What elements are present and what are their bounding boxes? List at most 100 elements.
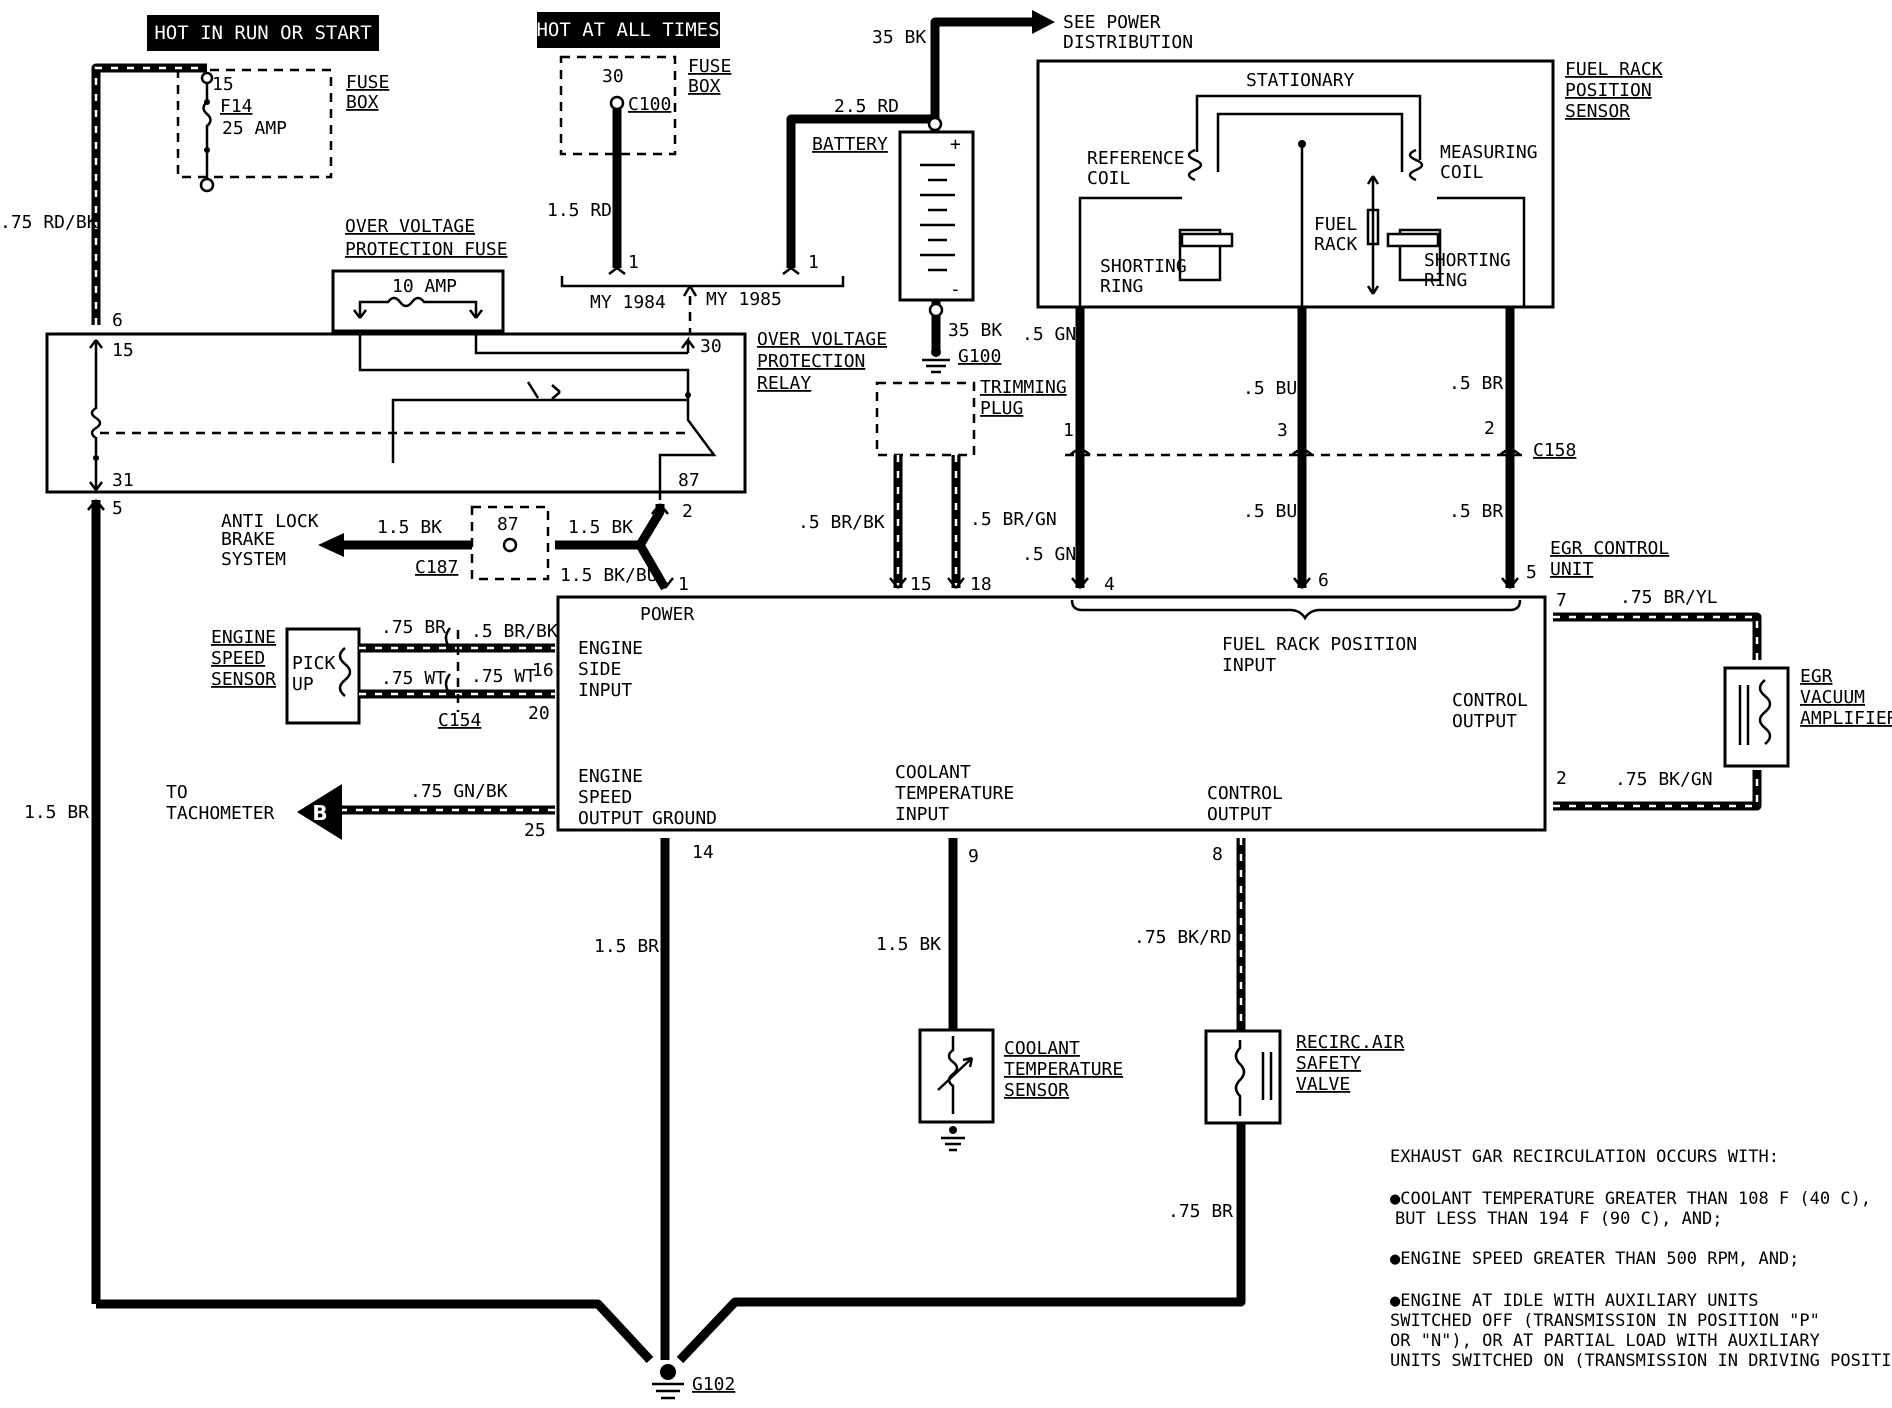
svg-text:9: 9 xyxy=(968,846,979,867)
svg-text:2: 2 xyxy=(1484,418,1495,439)
svg-text:8: 8 xyxy=(1212,844,1223,865)
svg-text:TO: TO xyxy=(166,782,188,803)
ov-protection-relay: OVER VOLTAGE PROTECTION RELAY 15 30 31 8… xyxy=(45,329,887,500)
svg-text:UNIT: UNIT xyxy=(1550,559,1594,580)
wire-relay-to-ground xyxy=(96,1299,654,1364)
svg-text:UNITS SWITCHED ON (TRANSMISSIO: UNITS SWITCHED ON (TRANSMISSION IN DRIVI… xyxy=(1390,1351,1892,1371)
svg-text:20: 20 xyxy=(528,703,550,724)
svg-text:ENGINE: ENGINE xyxy=(578,638,643,659)
svg-text:REFERENCE: REFERENCE xyxy=(1087,148,1185,169)
svg-text:MY 1984: MY 1984 xyxy=(590,292,666,313)
svg-text:.75 BK/RD: .75 BK/RD xyxy=(1134,927,1232,948)
svg-text:-: - xyxy=(950,279,961,300)
svg-text:BOX: BOX xyxy=(688,76,721,97)
svg-text:18: 18 xyxy=(970,574,992,595)
svg-text:.75 RD/BK: .75 RD/BK xyxy=(0,212,98,233)
svg-text:2: 2 xyxy=(682,501,693,522)
svg-text:.5 BR: .5 BR xyxy=(1449,373,1503,394)
svg-text:5: 5 xyxy=(1526,562,1537,583)
svg-text:DISTRIBUTION: DISTRIBUTION xyxy=(1063,32,1193,53)
svg-text:RACK: RACK xyxy=(1314,234,1358,255)
svg-text:.5 BR: .5 BR xyxy=(1449,501,1503,522)
svg-text:.75 GN/BK: .75 GN/BK xyxy=(410,781,508,802)
svg-text:CONTROL: CONTROL xyxy=(1207,783,1283,804)
svg-text:31: 31 xyxy=(112,470,134,491)
svg-text:14: 14 xyxy=(692,842,714,863)
svg-text:TEMPERATURE: TEMPERATURE xyxy=(895,783,1014,804)
svg-text:7: 7 xyxy=(1556,590,1567,611)
svg-text:FUSE: FUSE xyxy=(688,56,731,77)
svg-text:SPEED: SPEED xyxy=(211,648,265,669)
svg-text:PROTECTION: PROTECTION xyxy=(757,351,865,372)
svg-text:SENSOR: SENSOR xyxy=(1004,1080,1069,1101)
model-year-bracket: 1 1 MY 1984 MY 1985 xyxy=(560,252,845,334)
svg-text:●ENGINE SPEED GREATER THAN 500: ●ENGINE SPEED GREATER THAN 500 RPM, AND; xyxy=(1390,1249,1799,1269)
svg-text:SENSOR: SENSOR xyxy=(1565,101,1630,122)
svg-text:BUT LESS THAN 194 F (90 C), AN: BUT LESS THAN 194 F (90 C), AND; xyxy=(1395,1209,1723,1229)
svg-text:INPUT: INPUT xyxy=(578,680,632,701)
svg-text:TACHOMETER: TACHOMETER xyxy=(166,803,275,824)
tach-output: B TO TACHOMETER .75 GN/BK xyxy=(166,781,555,840)
svg-text:RING: RING xyxy=(1100,276,1143,297)
svg-text:30: 30 xyxy=(700,336,722,357)
svg-text:.5 GN: .5 GN xyxy=(1022,544,1076,565)
svg-text:MEASURING: MEASURING xyxy=(1440,142,1538,163)
svg-text:1.5 BK: 1.5 BK xyxy=(377,517,442,538)
fuel-rack-position-sensor: FUEL RACK POSITION SENSOR STATIONARY REF… xyxy=(1036,59,1663,309)
svg-text:1: 1 xyxy=(808,252,819,273)
svg-text:FUEL RACK POSITION: FUEL RACK POSITION xyxy=(1222,634,1417,655)
svg-text:3: 3 xyxy=(1277,420,1288,441)
svg-text:HOT IN RUN OR START: HOT IN RUN OR START xyxy=(154,22,371,44)
svg-text:OUTPUT: OUTPUT xyxy=(1207,804,1272,825)
svg-text:.5 BR/GN: .5 BR/GN xyxy=(970,509,1057,530)
svg-text:.75 BR: .75 BR xyxy=(381,617,446,638)
recirc-air-safety-valve: RECIRC.AIR SAFETY VALVE xyxy=(1204,1029,1405,1125)
svg-text:1.5 BR: 1.5 BR xyxy=(24,802,89,823)
svg-text:OUTPUT: OUTPUT xyxy=(578,808,643,829)
svg-text:.75 BK/GN: .75 BK/GN xyxy=(1615,769,1713,790)
svg-text:ANTI LOCK: ANTI LOCK xyxy=(221,511,319,532)
svg-text:.5 BU: .5 BU xyxy=(1243,378,1297,399)
svg-text:.5 GN: .5 GN xyxy=(1022,324,1076,345)
svg-text:1.5 BK: 1.5 BK xyxy=(876,934,941,955)
svg-text:ENGINE: ENGINE xyxy=(578,766,643,787)
svg-text:CONTROL: CONTROL xyxy=(1452,690,1528,711)
wire-rd-bk xyxy=(91,63,207,325)
svg-text:87: 87 xyxy=(497,514,519,535)
svg-text:B: B xyxy=(312,801,327,825)
svg-text:15: 15 xyxy=(112,340,134,361)
svg-text:INPUT: INPUT xyxy=(895,804,949,825)
svg-text:AMPLIFIER: AMPLIFIER xyxy=(1800,708,1892,729)
svg-text:SYSTEM: SYSTEM xyxy=(221,549,286,570)
frps-wires: .5 GN .5 BU .5 BR 1 3 2 C158 .5 GN .5 BU… xyxy=(1022,307,1576,588)
svg-text:EXHAUST GAR RECIRCULATION OCCU: EXHAUST GAR RECIRCULATION OCCURS WITH: xyxy=(1390,1147,1779,1167)
svg-text:STATIONARY: STATIONARY xyxy=(1246,70,1355,91)
svg-text:C158: C158 xyxy=(1533,440,1576,461)
svg-text:1.5 BK: 1.5 BK xyxy=(568,517,633,538)
fuse-terminal-15: 15 xyxy=(212,74,234,95)
svg-text:POWER: POWER xyxy=(640,604,694,625)
svg-text:PROTECTION FUSE: PROTECTION FUSE xyxy=(345,239,508,260)
coolant-temp-sensor: COOLANT TEMPERATURE SENSOR xyxy=(918,1028,1123,1152)
svg-text:35 BK: 35 BK xyxy=(948,320,1002,341)
wire-recirc-ground xyxy=(676,1123,1246,1364)
svg-text:EGR CONTROL: EGR CONTROL xyxy=(1550,538,1669,559)
svg-text:COIL: COIL xyxy=(1087,168,1131,189)
svg-text:TRIMMING: TRIMMING xyxy=(980,377,1067,398)
svg-text:.5 BR/BK: .5 BR/BK xyxy=(471,621,558,642)
svg-text:1: 1 xyxy=(628,252,639,273)
svg-text:PICK: PICK xyxy=(292,653,336,674)
svg-text:F14: F14 xyxy=(220,96,253,117)
svg-text:BRAKE: BRAKE xyxy=(221,529,275,550)
svg-text:G102: G102 xyxy=(692,1374,735,1395)
svg-text:C100: C100 xyxy=(628,94,671,115)
svg-text:1: 1 xyxy=(678,574,689,595)
svg-text:15: 15 xyxy=(910,574,932,595)
svg-text:2.5 RD: 2.5 RD xyxy=(834,96,899,117)
svg-text:FUEL RACK: FUEL RACK xyxy=(1565,59,1663,80)
engine-speed-sensor: PICK UP ENGINE SPEED SENSOR .75 BR .5 BR… xyxy=(211,617,558,731)
svg-text:COOLANT: COOLANT xyxy=(895,762,971,783)
svg-text:.5 BR/BK: .5 BR/BK xyxy=(798,512,885,533)
svg-text:SEE POWER: SEE POWER xyxy=(1063,12,1161,33)
